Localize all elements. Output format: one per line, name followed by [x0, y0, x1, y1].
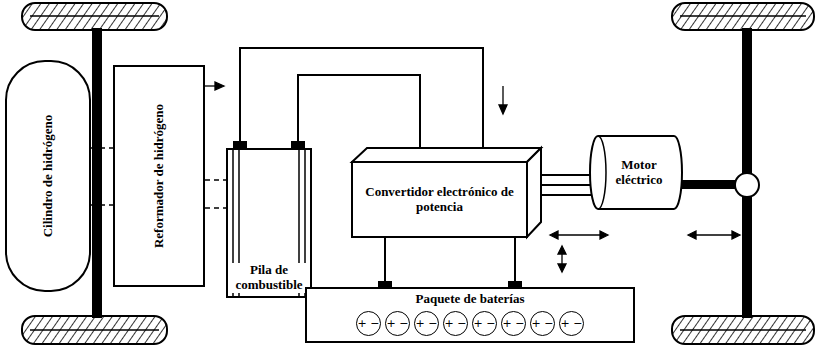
- connector-line: [514, 237, 516, 281]
- battery-cell: + −: [530, 311, 555, 336]
- hydrogen-cylinder: Cilindro de hidrógeno: [5, 60, 91, 292]
- tire-band: [30, 16, 806, 330]
- battery-cell: + −: [414, 311, 439, 336]
- connector-line: [91, 204, 113, 206]
- connector-line: [298, 75, 420, 147]
- dashed-link: [205, 180, 226, 208]
- text-area: Convertidor electrónico de potencia: [356, 164, 523, 235]
- drive-shaft: [682, 180, 742, 189]
- battery-cells: + −+ −+ −+ −+ −+ −+ −+ −: [354, 311, 586, 336]
- connector-line: [384, 237, 386, 281]
- power-converter: Convertidor electrónico de potencia: [352, 147, 542, 237]
- connector-line: [205, 207, 226, 209]
- node-label: Pila de combustible: [230, 263, 308, 293]
- battery-cell: + −: [472, 311, 497, 336]
- node-label: Convertidor electrónico de potencia: [356, 185, 523, 215]
- connector-line: [91, 147, 113, 149]
- connector-line: [205, 179, 226, 181]
- connector-line: [540, 184, 591, 186]
- node-label: Reformador de hidrógeno: [152, 104, 167, 248]
- battery-pack: Paquete de baterías+ −+ −+ −+ −+ −+ −+ −…: [305, 287, 635, 343]
- fuel-cell: Pila de combustible: [226, 148, 312, 298]
- box-side: [527, 148, 541, 237]
- wire: [540, 175, 591, 195]
- wire: [240, 48, 483, 147]
- wire: [298, 75, 420, 147]
- wire: [515, 237, 516, 281]
- battery-cell: + −: [356, 311, 381, 336]
- text-area: Pila de combustible: [228, 263, 310, 293]
- front-axle: [92, 28, 102, 318]
- motor-body: [590, 136, 682, 209]
- tire: [22, 3, 814, 344]
- connector-line: [540, 194, 591, 196]
- node-label: Motor eléctrico: [604, 158, 674, 188]
- differential: [735, 173, 759, 197]
- battery-cell: + −: [501, 311, 526, 336]
- connector-line: [240, 48, 483, 147]
- text-area: Motor eléctrico: [604, 135, 674, 210]
- dashed-link: [91, 148, 113, 205]
- battery-cell: + −: [559, 311, 584, 336]
- node-label: Paquete de baterías: [415, 292, 524, 307]
- node-label: Cilindro de hidrógeno: [41, 115, 56, 238]
- box-top: [352, 148, 541, 162]
- battery-cell: + −: [385, 311, 410, 336]
- battery-cell: + −: [443, 311, 468, 336]
- motor-end: [598, 136, 606, 209]
- electric-motor: Motor eléctrico: [590, 135, 682, 210]
- wire: [385, 237, 386, 281]
- hydrogen-reformer: Reformador de hidrógeno: [113, 65, 205, 287]
- box-front: [352, 162, 527, 237]
- connector-line: [540, 174, 591, 176]
